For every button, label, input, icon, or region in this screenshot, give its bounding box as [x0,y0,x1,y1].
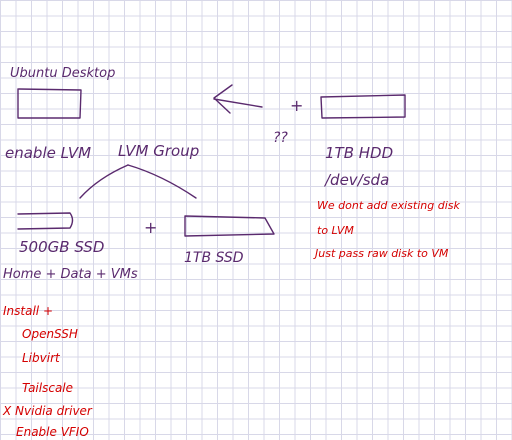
label-hdd-size: 1TB HDD [325,144,393,162]
label-plus-hdd: + [290,96,303,115]
note-hdd-line-1: We dont add existing disk [317,199,460,212]
install-item-nvidia: X Nvidia driver [2,404,93,418]
arrow-head-icon [213,84,233,114]
label-ssd-500-use: Home + Data + VMs [3,267,138,282]
install-list-title: Install + [3,304,53,318]
ubuntu-desktop-box [17,88,82,119]
label-ssd-1tb: 1TB SSD [184,250,244,266]
lvm-tree-branch-right [127,164,197,199]
label-plus-ssd: + [144,218,157,237]
hdd-box [320,94,406,119]
note-hdd-line-3: Just pass raw disk to VM [313,247,449,260]
ssd-500-shape [17,212,74,230]
label-ubuntu-desktop: Ubuntu Desktop [10,66,115,81]
label-ssd-500: 500GB SSD [19,238,104,256]
label-hdd-path: /dev/sda [323,171,389,189]
label-question-marks: ?? [273,130,288,146]
install-item-libvirt: Libvirt [22,351,61,365]
label-enable-lvm: enable LVM [5,144,91,162]
ssd-1tb-shape [184,215,275,237]
label-lvm-group: LVM Group [118,142,199,160]
install-item-openssh: OpenSSH [22,327,78,341]
lvm-tree-branch-left [79,164,129,199]
install-item-tailscale: Tailscale [22,381,73,395]
arrow-shaft [213,98,263,108]
note-hdd-line-2: to LVM [317,224,354,237]
install-item-vfio: Enable VFIO [16,425,89,439]
